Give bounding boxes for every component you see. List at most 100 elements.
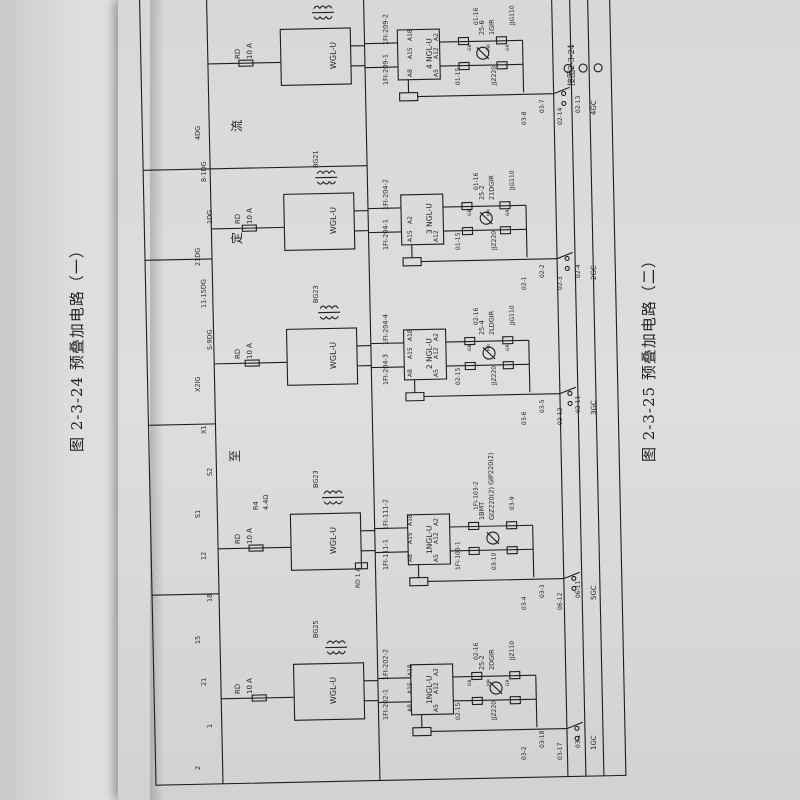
top-label: 21 — [200, 678, 208, 686]
transformer-coil — [323, 501, 331, 505]
transformer-coil — [322, 181, 330, 185]
relay-label: GB — [467, 44, 473, 51]
top-label: 12 — [200, 552, 208, 560]
fuse-label: RD — [234, 214, 242, 224]
fuse-label: RD — [234, 349, 242, 359]
circuit-unit-4 — [211, 170, 574, 272]
fuse2-label: RD 1 A — [355, 567, 362, 589]
relay-contact — [499, 226, 512, 235]
transformer-coil — [319, 305, 327, 309]
transformer-coil — [325, 305, 333, 309]
pin-label: A8 — [407, 704, 414, 712]
side-word-ding: 定 — [230, 231, 244, 244]
pin-label: A12 — [433, 230, 440, 242]
fuse-amp-label: 10 A — [246, 343, 254, 359]
transformer-coil — [319, 5, 327, 9]
gc-contact — [567, 400, 573, 406]
fuse-amp-label: 10 A — [246, 528, 254, 544]
circuit-unit-5 — [207, 5, 570, 107]
ngl-label: 1NGL-U — [425, 526, 434, 555]
transformer-coil — [338, 650, 346, 655]
resistance-label: 4.4Ω — [262, 495, 270, 510]
gc-contact — [564, 255, 570, 262]
wire-label: 02-16 — [473, 307, 480, 325]
relay-contact — [461, 226, 474, 236]
wire-label: 1FI-103-1 — [454, 541, 462, 570]
relay-label: GR — [505, 679, 511, 686]
gc-contact — [561, 90, 567, 97]
gc-contact — [574, 735, 580, 741]
circuit-unit-2 — [218, 490, 580, 591]
gc-contact — [567, 390, 573, 396]
amplifier-label: WGL-U — [329, 677, 338, 704]
relay-contact — [471, 671, 483, 681]
indicator-lamp — [489, 681, 503, 695]
relay-label: GR — [505, 344, 511, 351]
device-ref-label: 25-2 — [478, 655, 486, 670]
pin-label: A15 — [407, 347, 414, 359]
book-gutter — [150, 0, 164, 800]
terminal-label: 1FI-204-2 — [381, 179, 390, 210]
rail-middle — [362, 0, 381, 781]
gc-contact — [571, 575, 577, 581]
wire-label: 01-15 — [455, 232, 462, 250]
wire-label: 01-15 — [455, 67, 462, 85]
bus-label: 02-1 — [521, 276, 528, 290]
wire-label: 02-16 — [473, 642, 480, 660]
terminal-label: 1FI-202-1 — [381, 689, 390, 720]
pin-label: A8 — [407, 554, 414, 562]
indicator-lamp — [482, 346, 496, 360]
transformer-coil — [329, 501, 337, 505]
device-ref-label: 25-2 — [478, 185, 486, 200]
ngl-label: 1NGL-U — [425, 676, 434, 705]
ngl-box — [409, 663, 455, 716]
pin-label: A15 — [407, 532, 414, 544]
gc-label: 4GC — [590, 100, 598, 115]
fuse-amp-label: 10 A — [246, 43, 254, 59]
bus-label: 03-6 — [521, 411, 528, 425]
transformer-coil — [335, 490, 343, 494]
terminal-label: 1FI-204-1 — [381, 219, 390, 250]
pin-label: A2 — [433, 518, 440, 526]
gc-contact — [561, 100, 567, 107]
potentiometer — [405, 391, 425, 402]
relay-contact — [509, 670, 521, 680]
drawing-frame — [138, 0, 627, 786]
top-label: 1DG — [206, 210, 214, 224]
indicator-lamp — [476, 46, 490, 60]
pin-label: A15 — [407, 47, 414, 59]
wire-label: JJZ220 — [491, 366, 498, 386]
terminal-circle — [563, 63, 573, 73]
relay-label: MR — [486, 44, 492, 51]
transformer-coil — [319, 316, 327, 320]
pin-label: A12 — [433, 682, 440, 694]
pin-label: A2 — [433, 668, 440, 676]
top-label: S2 — [206, 468, 214, 476]
bus-label: 02-4 — [575, 264, 582, 278]
side-word-liu: 流 — [230, 119, 244, 132]
amplifier-label: WGL-U — [329, 207, 338, 234]
terminal-label: 1FI-204-3 — [381, 354, 390, 385]
transformer-coil — [322, 170, 330, 174]
ngl-box — [396, 28, 441, 81]
fuse-label: RD — [234, 684, 242, 694]
gc-label: 5GC — [590, 585, 598, 600]
transformer-coil — [325, 316, 333, 320]
bus-label: 06-11 — [575, 580, 582, 598]
bus-label: 03-4 — [521, 596, 528, 610]
gc-contact — [564, 265, 570, 272]
main-page — [118, 0, 800, 800]
potentiometer — [399, 92, 419, 102]
bus-label: 03-18 — [539, 730, 546, 748]
relay-label: GR — [505, 209, 511, 216]
terminal-label: 1FI-111-2 — [381, 499, 390, 530]
top-label: 5-9DG — [206, 329, 214, 350]
device-label: 2LDGIR — [488, 310, 496, 335]
fuse-amp-label: 10 A — [246, 678, 254, 694]
bus-label: 03-3 — [539, 584, 546, 598]
transformer-coil — [338, 640, 346, 644]
transformer-coil — [326, 651, 334, 655]
top-label: 11-15DG — [199, 279, 208, 308]
ngl-label: 4 NGL-U — [424, 38, 434, 69]
fuse-label: RD — [234, 49, 242, 59]
